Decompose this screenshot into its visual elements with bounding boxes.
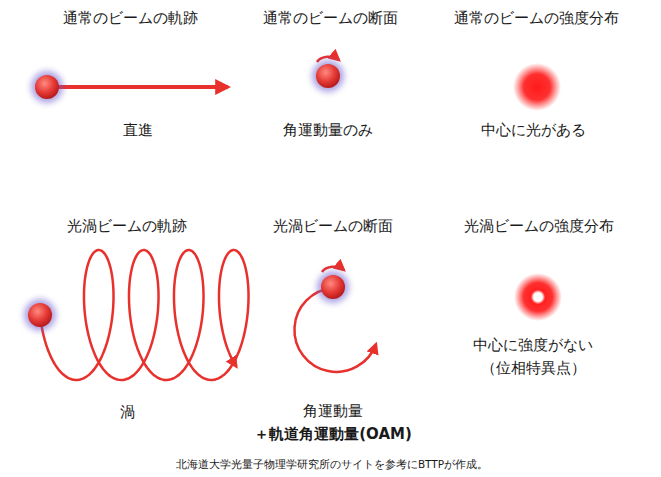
phase-singularity: [535, 294, 542, 301]
label-text: 通常のビームの軌跡: [63, 9, 198, 27]
intensity-spot: [513, 63, 561, 111]
label-text: 通常のビームの断面: [263, 9, 398, 27]
label-text: 直進: [123, 121, 153, 139]
caption-text: 北海道大学光量子物理学研究所のサイトを参考にBTTPが作成。: [176, 458, 488, 472]
label-text: 角運動量のみ: [283, 121, 373, 139]
helix-trajectory: [40, 250, 249, 380]
label-text: 中心に光がある: [481, 121, 586, 139]
beam-glow: [317, 271, 349, 303]
label-text: 光渦ビームの断面: [273, 217, 393, 235]
vortex-intensity: [514, 273, 562, 321]
label-text: ＋軌道角運動量(OAM): [254, 425, 412, 443]
label-text: 中心に強度がない: [473, 336, 593, 354]
beam-glow: [24, 299, 56, 331]
beam-glow: [31, 71, 63, 103]
label-text: 通常のビームの強度分布: [454, 9, 619, 27]
beam-ball: [28, 303, 52, 327]
label-text: 角運動量: [303, 402, 363, 420]
label-text: 光渦ビームの軌跡: [67, 217, 187, 235]
beam-ball: [316, 64, 340, 88]
beam-ball: [35, 75, 59, 99]
beam-ball: [321, 275, 345, 299]
label-text: 光渦ビームの強度分布: [464, 217, 614, 235]
label-text: （位相特異点）: [481, 359, 586, 377]
label-text: 渦: [120, 403, 135, 421]
beam-glow: [312, 60, 344, 92]
straight-arrow: [52, 85, 228, 89]
